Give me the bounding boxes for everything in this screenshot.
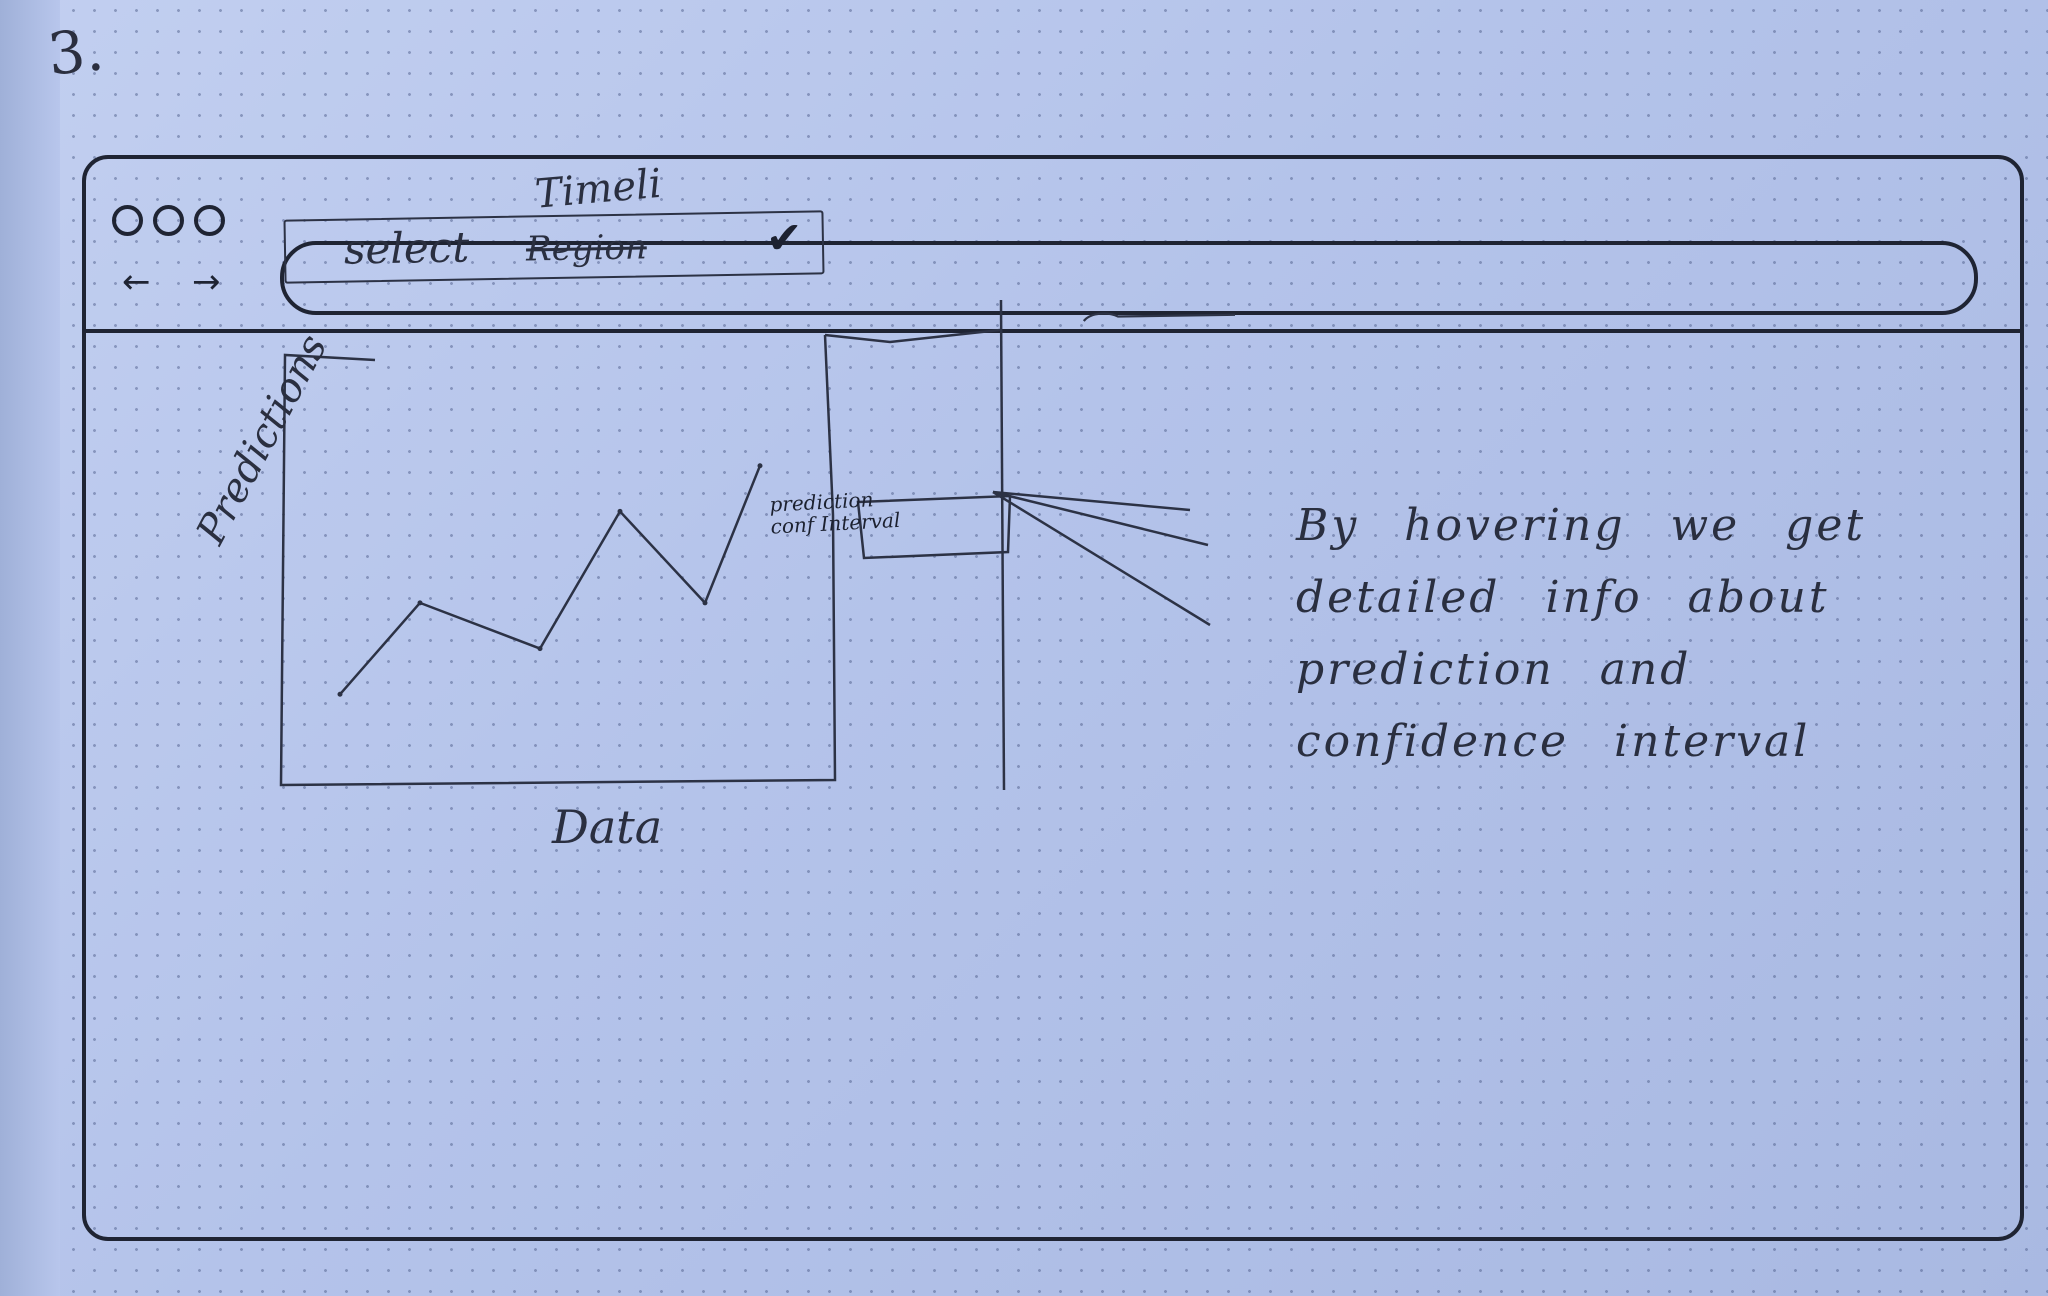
chart-divider [823,334,835,516]
window-maximize-dot[interactable] [194,205,225,236]
window-controls [112,205,225,236]
chart-frame [279,300,1236,791]
tooltip-box [856,494,1012,560]
checkmark-icon[interactable]: ✔ [765,212,804,265]
toolbar-divider [86,329,2020,333]
chart-scroll-frame-right [999,300,1006,791]
chart-scroll-frame-top [824,328,1001,344]
browser-window: ← → [82,155,2024,1241]
prediction-line-group [337,463,763,697]
forward-arrow-icon[interactable]: → [192,262,221,302]
chart-scroll-arrow [1082,312,1236,322]
window-minimize-dot[interactable] [153,205,184,236]
tooltip-leader-line-2 [992,490,1209,547]
dropdown-label: select [343,222,470,274]
chart-plot-frame [279,353,837,787]
tooltip-group [856,490,1211,627]
address-bar[interactable] [280,241,1978,315]
hover-annotation: By hovering we get detailed info about p… [1296,500,1867,767]
tooltip-text: prediction conf Interval [768,487,901,539]
window-close-dot[interactable] [112,205,143,236]
back-arrow-icon[interactable]: ← [122,262,151,302]
prediction-point-5[interactable] [702,600,708,606]
tooltip-leader-line-3 [992,490,1211,627]
prediction-chart[interactable] [260,300,1320,820]
tooltip-leader-line-1 [992,490,1191,512]
prediction-point-4[interactable] [617,508,623,514]
page-number: 3. [44,15,107,89]
prediction-point-3[interactable] [537,646,543,652]
prediction-point-6[interactable] [757,463,763,469]
x-axis-label: Data [552,800,663,854]
dropdown-struck-text: Region [525,227,648,270]
sheet-edge [0,0,60,1296]
prediction-series-line[interactable] [339,465,762,696]
prediction-point-1[interactable] [337,691,343,697]
timeline-dropdown[interactable]: select Region Timeli ✔ [283,161,825,284]
prediction-point-2[interactable] [417,600,423,606]
